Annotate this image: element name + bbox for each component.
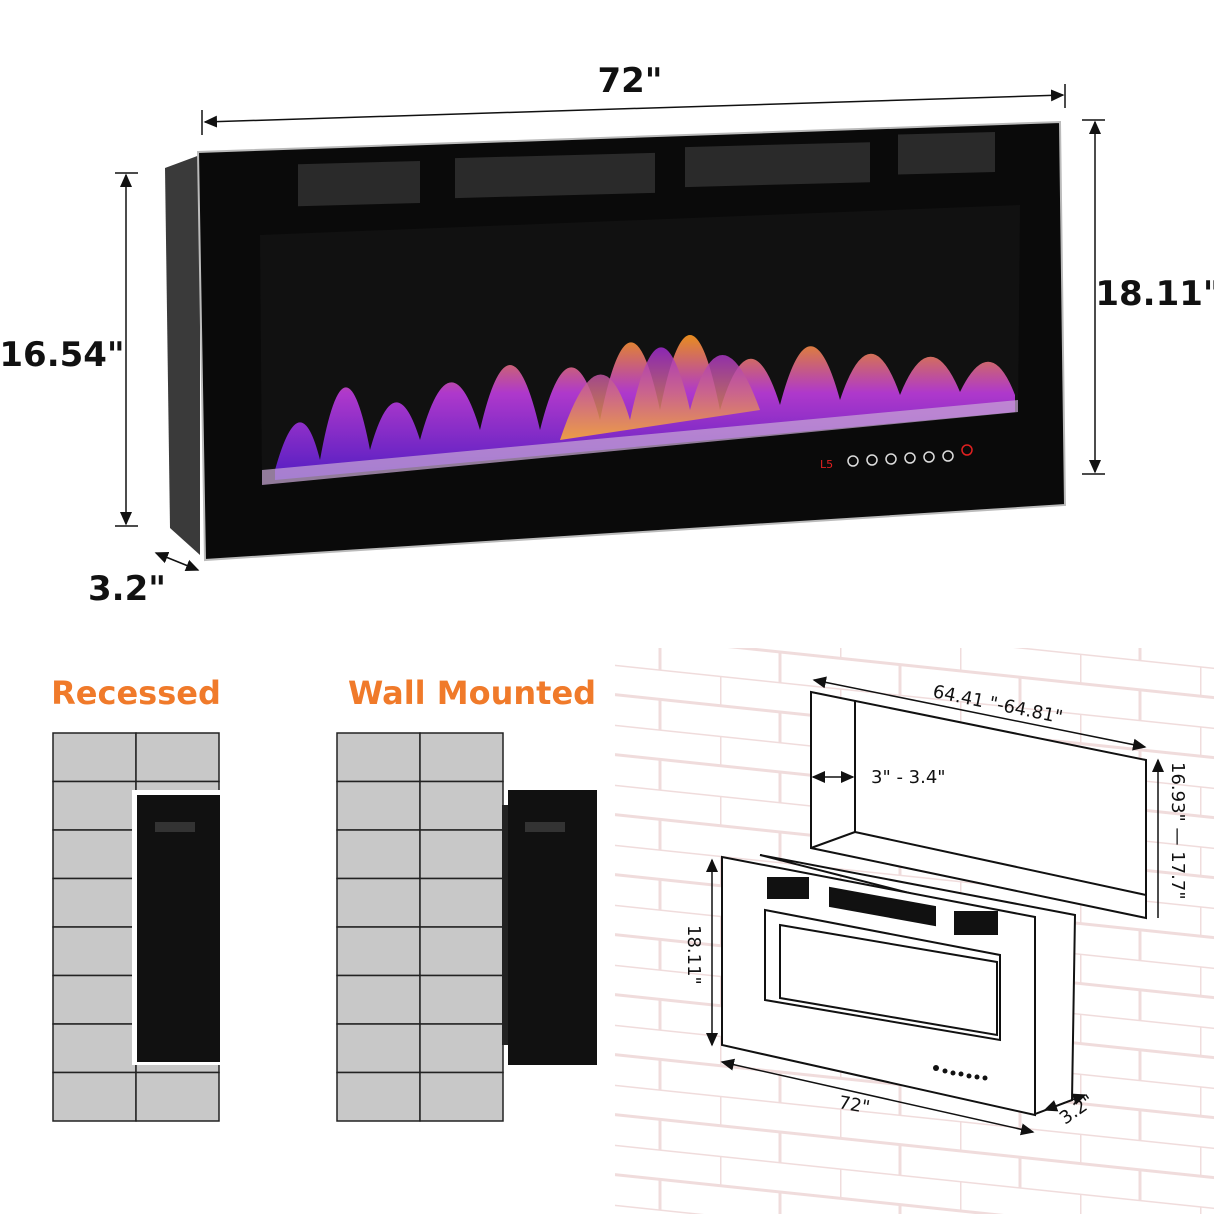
wall-brick bbox=[52, 926, 137, 977]
wall-brick bbox=[52, 780, 137, 831]
depth-label: 3.2" bbox=[88, 569, 166, 609]
front-height-label: 18.11" bbox=[1095, 274, 1214, 314]
flames bbox=[262, 335, 1018, 485]
control-panel: L5 bbox=[820, 444, 973, 471]
wall-brick bbox=[336, 1071, 421, 1122]
wall-brick bbox=[336, 926, 421, 977]
wall-brick bbox=[419, 780, 504, 831]
fireplace-photo: L5 bbox=[165, 120, 1067, 562]
dimension-lines bbox=[115, 84, 1105, 572]
wall-brick bbox=[135, 1071, 220, 1122]
thermometer-icon[interactable] bbox=[942, 450, 954, 462]
wall-brick bbox=[52, 974, 137, 1025]
wall-brick bbox=[52, 1023, 137, 1074]
width-label: 72" bbox=[597, 61, 662, 101]
recessed-title: Recessed bbox=[51, 674, 221, 712]
wall-brick bbox=[336, 780, 421, 831]
back-height-label: 16.54" bbox=[0, 335, 125, 375]
recessed-fireplace bbox=[137, 795, 220, 1062]
wall-brick bbox=[52, 877, 137, 928]
vent-grille bbox=[455, 152, 655, 199]
wall-brick bbox=[336, 877, 421, 928]
crystal-bed bbox=[262, 400, 1018, 485]
wall-brick bbox=[419, 732, 504, 783]
fireplace-side bbox=[165, 155, 200, 555]
wall-brick bbox=[419, 829, 504, 880]
unit-height-label: 18.11" bbox=[683, 925, 704, 985]
mounting-wall bbox=[336, 732, 504, 1122]
wall-brick bbox=[135, 732, 220, 783]
wall-brick bbox=[419, 926, 504, 977]
vent-grille bbox=[298, 161, 420, 207]
timer-icon[interactable] bbox=[847, 455, 859, 467]
wall-brick bbox=[52, 732, 137, 783]
wall-brick bbox=[419, 974, 504, 1025]
wall-brick bbox=[336, 1023, 421, 1074]
mode-icon[interactable] bbox=[923, 451, 935, 463]
heat-icon[interactable] bbox=[904, 452, 916, 464]
vent-grille bbox=[898, 131, 995, 175]
wall-brick bbox=[419, 877, 504, 928]
flame-icon[interactable] bbox=[885, 453, 897, 465]
unit-outline bbox=[721, 854, 1077, 1117]
wall-brick bbox=[419, 1023, 504, 1074]
display-readout: L5 bbox=[820, 458, 833, 471]
light-icon[interactable] bbox=[866, 454, 878, 466]
niche-depth-label: 3" - 3.4" bbox=[871, 767, 946, 788]
wall-brick bbox=[52, 829, 137, 880]
wall-brick bbox=[336, 974, 421, 1025]
wall-mounted-fireplace bbox=[508, 790, 597, 1065]
wall-brick bbox=[52, 1071, 137, 1122]
wall-mounted-title: Wall Mounted bbox=[348, 674, 596, 712]
niche-height-label: 16.93" — 17.7" bbox=[1167, 762, 1188, 900]
power-icon[interactable] bbox=[961, 444, 973, 456]
vent-grille bbox=[685, 142, 870, 188]
wall-brick bbox=[336, 732, 421, 783]
wall-brick bbox=[419, 1071, 504, 1122]
wall-brick bbox=[336, 829, 421, 880]
